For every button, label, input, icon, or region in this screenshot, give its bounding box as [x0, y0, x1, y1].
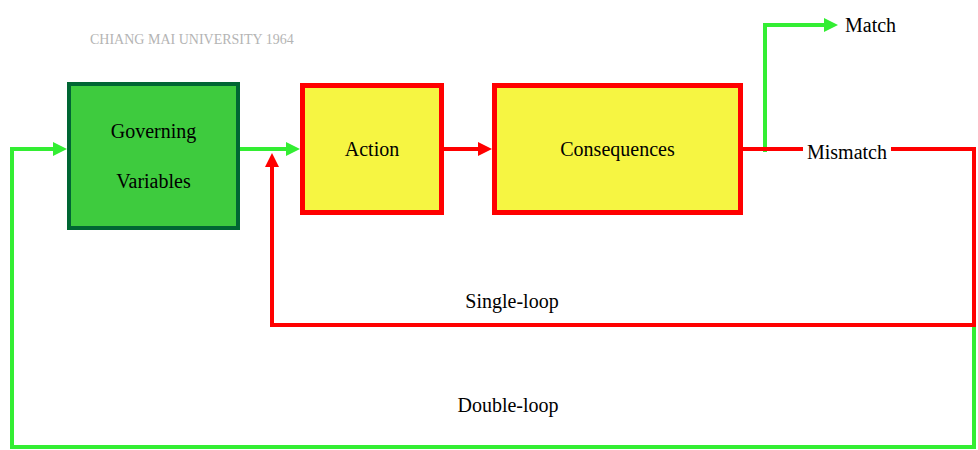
arrowhead [478, 142, 492, 156]
box-text: Action [345, 137, 399, 161]
arrowhead [53, 142, 67, 156]
match-line [765, 25, 826, 152]
flow-arrow [444, 142, 492, 156]
loop-label: Double-loop [453, 393, 562, 417]
loop-label: Single-loop [461, 289, 562, 313]
match-arrow [765, 18, 838, 152]
arrowhead [286, 142, 300, 156]
box-text: Governing Variables [94, 106, 214, 206]
box-text: Consequences [560, 137, 674, 161]
arrowhead [265, 153, 279, 167]
watermark-text: CHIANG MAI UNIVERSITY 1964 [90, 28, 294, 52]
governing-box: Governing Variables [67, 82, 240, 230]
mismatch-label: Mismatch [803, 140, 891, 164]
match-label: Match [845, 13, 896, 37]
connector-line [240, 147, 290, 151]
flow-arrow [240, 142, 300, 156]
connector-line [444, 147, 482, 151]
consequences-box: Consequences [492, 83, 743, 215]
action-box: Action [300, 83, 444, 215]
match-arrowhead [824, 18, 838, 32]
